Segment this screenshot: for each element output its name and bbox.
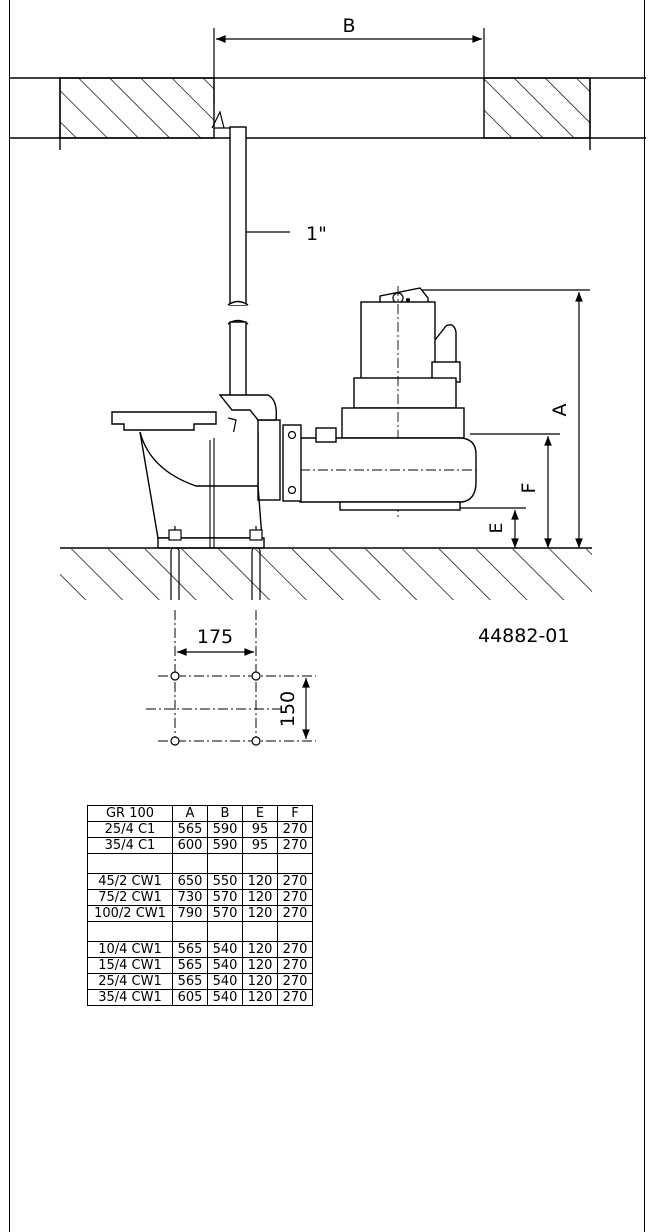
table-cell: 95 [242,821,278,838]
label-150: 150 [277,691,299,727]
table-cell [242,853,278,874]
floor [60,547,592,620]
table-cell [277,853,313,874]
table-cell: 565 [172,821,208,838]
bolt-hole-pattern [146,671,316,746]
table-cell: 270 [277,905,313,922]
table-cell: 540 [207,941,243,958]
pump-motor [341,286,465,518]
table-header-cell: F [277,805,313,822]
label-175: 175 [197,626,233,648]
label-f: F [518,483,540,494]
table-cell: 10/4 CW1 [87,941,173,958]
ceiling-slab [10,77,646,150]
table-cell: 540 [207,973,243,990]
table-cell: 540 [207,989,243,1006]
dimension-b: B [213,15,485,105]
table-cell: 120 [242,957,278,974]
table-cell: 120 [242,989,278,1006]
table-cell: 570 [207,889,243,906]
table-cell: 120 [242,873,278,890]
table-row [87,853,313,874]
table-cell [242,921,278,942]
table-cell: 270 [277,837,313,854]
table-cell: 120 [242,973,278,990]
table-cell [172,921,208,942]
table-cell: 270 [277,821,313,838]
table-cell: 120 [242,941,278,958]
dimension-e: E [440,507,526,548]
dimension-175: 175 [174,610,257,745]
table-cell: 45/2 CW1 [87,873,173,890]
table-cell: 590 [207,837,243,854]
label-b: B [342,15,355,37]
table-cell: 605 [172,989,208,1006]
label-e: E [487,523,507,534]
table-cell: 120 [242,889,278,906]
table-cell: 550 [207,873,243,890]
table-cell [87,921,173,942]
table-cell: 650 [172,873,208,890]
table-cell: 565 [172,973,208,990]
table-cell: 270 [277,973,313,990]
dimension-f: F [470,433,560,548]
table-cell: 270 [277,989,313,1006]
table-cell [172,853,208,874]
table-header-cell: A [172,805,208,822]
table-cell: 270 [277,889,313,906]
table-cell [207,921,243,942]
coupling-flanges [218,394,302,502]
table-cell: 570 [207,905,243,922]
dimension-150: 150 [277,678,310,739]
label-a: A [549,404,571,417]
drawing-number: 44882-01 [478,625,569,647]
table-cell: 75/2 CW1 [87,889,173,906]
label-pipe-size: 1" [306,223,327,245]
table-cell: 25/4 C1 [87,821,173,838]
table-header-cell: E [242,805,278,822]
table-cell: 565 [172,941,208,958]
guide-pipe: 1" [227,126,327,398]
table-cell: 565 [172,957,208,974]
table-cell: 35/4 CW1 [87,989,173,1006]
table-cell: 730 [172,889,208,906]
table-cell [207,853,243,874]
table-cell: 600 [172,837,208,854]
table-row [87,921,313,942]
table-cell: 35/4 C1 [87,837,173,854]
table-cell: 590 [207,821,243,838]
pump-volute [299,427,477,511]
table-cell [277,921,313,942]
base-stand [111,411,265,549]
table-cell: 120 [242,905,278,922]
table-cell: 270 [277,941,313,958]
table-cell: 790 [172,905,208,922]
table-cell: 540 [207,957,243,974]
table-cell: 270 [277,873,313,890]
table-cell: 25/4 CW1 [87,973,173,990]
table-header-cell: B [207,805,243,822]
drawing-frame [9,0,645,1232]
table-header-cell: GR 100 [87,805,173,822]
table-cell: 15/4 CW1 [87,957,173,974]
table-cell: 95 [242,837,278,854]
table-cell: 100/2 CW1 [87,905,173,922]
table-cell [87,853,173,874]
dimension-a: A [420,289,590,548]
table-cell: 270 [277,957,313,974]
